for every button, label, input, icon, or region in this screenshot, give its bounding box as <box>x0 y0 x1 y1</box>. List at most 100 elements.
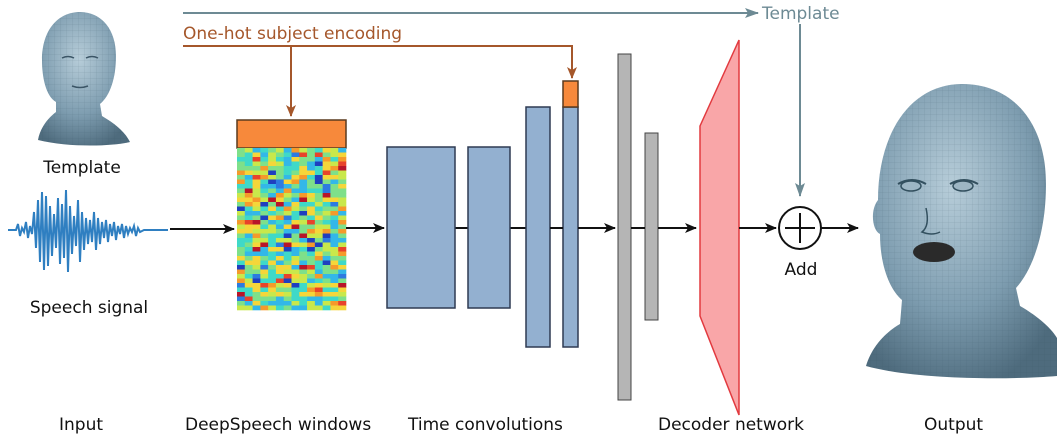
heatmap-cell <box>275 269 285 275</box>
heatmap-cell <box>252 215 261 221</box>
heatmap-cell <box>283 274 292 279</box>
heatmap-cell <box>338 260 347 266</box>
heatmap-cell <box>237 233 246 239</box>
heatmap-cell <box>252 175 261 180</box>
heatmap-cell <box>260 175 269 180</box>
heatmap-cell <box>275 215 285 221</box>
heatmap-cell <box>260 166 269 171</box>
heatmap-cell <box>283 301 292 306</box>
heatmap-cell <box>283 265 292 270</box>
decoder-network-block <box>699 39 740 416</box>
heatmap-cell <box>252 184 261 189</box>
heatmap-cell <box>244 274 253 279</box>
heatmap-cell <box>268 206 277 212</box>
heatmap-cell <box>314 260 323 266</box>
heatmap-cell <box>338 161 347 167</box>
heatmap-cell <box>268 292 277 297</box>
heatmap-cell <box>283 256 292 261</box>
heatmap-cell <box>299 224 308 230</box>
heatmap-cell <box>330 233 339 239</box>
heatmap-cell <box>237 256 246 261</box>
heatmap-cell <box>299 278 308 284</box>
heatmap-cell <box>283 287 292 293</box>
heatmap-cell <box>252 233 261 239</box>
heatmap-cell <box>322 278 331 284</box>
heatmap-cell <box>307 265 316 270</box>
heatmap-cell <box>260 301 269 306</box>
heatmap-cell <box>338 166 347 171</box>
heatmap-cell <box>330 157 339 162</box>
heatmap-cell <box>244 224 253 230</box>
heatmap-cell <box>283 260 292 266</box>
heatmap-cell <box>291 211 300 216</box>
heatmap-cell <box>322 283 331 288</box>
heatmap-cell <box>268 269 277 275</box>
heatmap-cell <box>252 152 261 158</box>
heatmap-cell <box>291 206 300 212</box>
heatmap-cell <box>260 170 269 176</box>
heatmap-cell <box>244 283 253 288</box>
time-conv-block-1 <box>386 146 456 309</box>
one-hot-encoding-block <box>236 119 347 149</box>
heatmap-cell <box>244 251 253 257</box>
heatmap-cell <box>330 166 339 171</box>
heatmap-cell <box>283 188 292 194</box>
heatmap-cell <box>307 166 316 171</box>
heatmap-cell <box>252 238 261 243</box>
heatmap-cell <box>268 179 277 185</box>
heatmap-cell <box>268 238 277 243</box>
heatmap-cell <box>283 247 292 252</box>
heatmap-cell <box>244 238 253 243</box>
heatmap-cell <box>291 215 300 221</box>
heatmap-cell <box>338 247 347 252</box>
heatmap-cell <box>322 179 331 185</box>
heatmap-cell <box>338 283 347 288</box>
heatmap-cell <box>244 206 253 212</box>
heatmap-cell <box>330 211 339 216</box>
heatmap-cell <box>330 274 339 279</box>
heatmap-cell <box>275 188 285 194</box>
heatmap-cell <box>260 211 269 216</box>
heatmap-cell <box>283 292 292 297</box>
heatmap-cell <box>244 152 253 158</box>
heatmap-cell <box>268 301 277 306</box>
heatmap-cell <box>338 265 347 270</box>
heatmap-cell <box>299 301 308 306</box>
heatmap-cell <box>307 175 316 180</box>
heatmap-cell <box>244 179 253 185</box>
heatmap-cell <box>322 305 331 311</box>
heatmap-cell <box>330 224 339 230</box>
heatmap-cell <box>314 265 323 270</box>
heatmap-cell <box>338 179 347 185</box>
heatmap-cell <box>322 229 331 234</box>
heatmap-cell <box>307 202 316 207</box>
heatmap-cell <box>252 179 261 185</box>
heatmap-cell <box>260 274 269 279</box>
heatmap-cell <box>291 274 300 279</box>
heatmap-cell <box>338 215 347 221</box>
heatmap-cell <box>314 305 323 311</box>
heatmap-cell <box>314 179 323 185</box>
time-convolutions-label: Time convolutions <box>407 415 563 435</box>
heatmap-cell <box>268 251 277 257</box>
heatmap-cell <box>283 242 292 248</box>
heatmap-cell <box>244 292 253 297</box>
output-head-image <box>866 84 1057 379</box>
heatmap-cell <box>260 305 269 311</box>
heatmap-cell <box>307 215 316 221</box>
heatmap-cell <box>299 229 308 234</box>
heatmap-cell <box>237 202 246 207</box>
heatmap-cell <box>244 278 253 284</box>
heatmap-cell <box>314 247 323 252</box>
heatmap-cell <box>330 188 339 194</box>
heatmap-cell <box>244 242 253 248</box>
heatmap-cell <box>260 292 269 297</box>
heatmap-cell <box>338 301 347 306</box>
heatmap-cell <box>237 175 246 180</box>
heatmap-cell <box>299 256 308 261</box>
heatmap-cell <box>330 170 339 176</box>
heatmap-cell <box>260 220 269 225</box>
heatmap-cell <box>307 238 316 243</box>
heatmap-cell <box>268 296 277 302</box>
heatmap-cell <box>260 238 269 243</box>
